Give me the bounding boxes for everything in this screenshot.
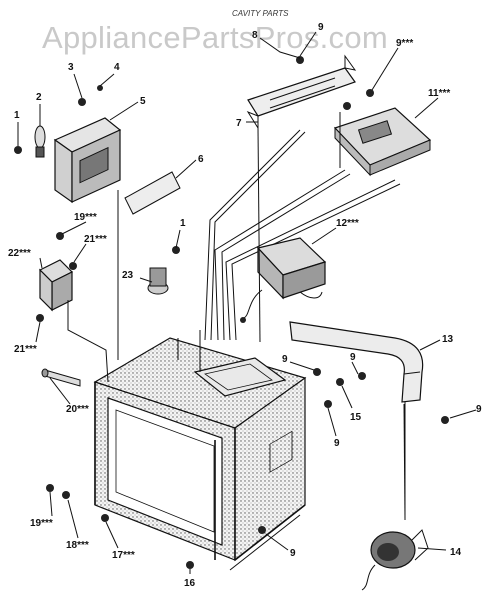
screw-fasteners — [14, 56, 449, 569]
callout-5: 5 — [140, 96, 146, 107]
callout-21a: 21*** — [84, 234, 107, 245]
callout-3: 3 — [68, 62, 74, 73]
callout-7: 7 — [236, 118, 242, 129]
callout-16: 16 — [184, 578, 196, 589]
callout-9e: 9 — [334, 438, 340, 449]
callout-12: 12*** — [336, 218, 359, 229]
callout-15: 15 — [350, 412, 362, 423]
callout-18: 18*** — [66, 540, 89, 551]
mounting-bracket-7 — [246, 54, 357, 130]
board-11 — [333, 107, 432, 177]
switch-23 — [147, 267, 169, 295]
control-bracket-5 — [34, 117, 181, 215]
callout-23: 23 — [122, 270, 134, 281]
leader-lines — [17, 31, 477, 574]
callout-17: 17*** — [112, 550, 135, 561]
callout-9d: 9 — [350, 352, 356, 363]
callout-20: 20*** — [66, 404, 89, 415]
callout-9f: 9 — [476, 404, 482, 415]
pin-20 — [41, 368, 81, 387]
callout-2: 2 — [36, 92, 42, 103]
bracket-22 — [38, 259, 74, 312]
callout-4: 4 — [114, 62, 120, 73]
watermark-text: AppliancePartsPros.com — [42, 20, 388, 55]
wiring-harness — [204, 129, 401, 341]
callout-1a: 1 — [14, 110, 20, 121]
callout-14: 14 — [450, 547, 462, 558]
callout-21b: 21*** — [14, 344, 37, 355]
callout-19b: 19*** — [30, 518, 53, 529]
callout-11: 11*** — [428, 88, 450, 99]
fan-motor-14 — [361, 403, 429, 591]
callout-22: 22*** — [8, 248, 31, 259]
callout-1b: 1 — [180, 218, 186, 229]
callout-9c: 9 — [282, 354, 288, 365]
air-duct-13 — [289, 321, 424, 403]
callout-19a: 19*** — [74, 212, 97, 223]
component-12 — [240, 237, 327, 323]
diagram-caption: CAVITY PARTS — [232, 9, 289, 18]
callout-labels: 1 2 3 4 5 6 7 8 9 9*** 11*** 1 12*** 13 … — [8, 22, 482, 589]
callout-9g: 9 — [290, 548, 296, 559]
callout-6: 6 — [198, 154, 204, 165]
callout-8: 8 — [252, 30, 258, 41]
callout-9a: 9 — [318, 22, 324, 33]
oven-cavity — [93, 330, 307, 571]
callout-13: 13 — [442, 334, 454, 345]
callout-9b: 9*** — [396, 38, 413, 49]
